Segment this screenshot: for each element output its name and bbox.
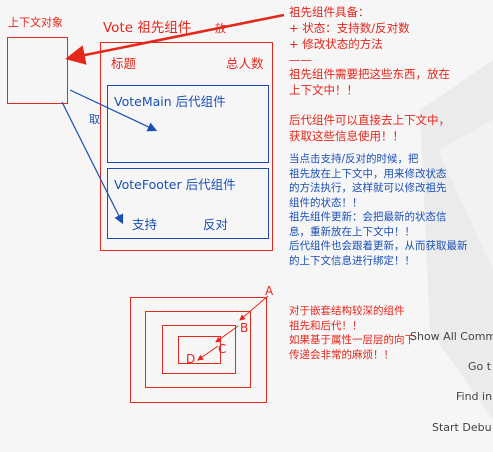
arrow-c-d [197, 345, 219, 361]
note-put-context: 祖先组件需要把这些东西，放在 上下文中！！ [289, 67, 450, 97]
note-descendant-use: 后代组件可以直接去上下文中， 获取这些信息使用！！ [289, 113, 450, 143]
oppose-button-label: 反对 [203, 217, 229, 232]
nested-label-d: D [186, 352, 196, 366]
get-arrow-main [69, 89, 158, 132]
get-label: 取 [89, 113, 100, 126]
command-start-debug[interactable]: Start Debu [432, 421, 492, 434]
arrow-b-c [215, 325, 239, 343]
command-find-in[interactable]: Find in [456, 390, 493, 403]
note-nesting: 对于嵌套结构较深的组件 祖先和后代！！ 如果基于属性一层层的向下 传递会非常的麻… [289, 305, 415, 361]
context-object-box [7, 37, 68, 104]
get-arrow-footer [61, 101, 124, 225]
vote-footer-box [107, 168, 269, 239]
command-go-to[interactable]: Go t [468, 360, 492, 373]
nested-box-b [145, 311, 251, 388]
nested-label-b: B [240, 321, 249, 335]
ancestor-component-title: Vote 祖先组件 [103, 20, 192, 36]
vote-footer-label: VoteFooter 后代组件 [114, 177, 236, 192]
nested-label-c: C [218, 342, 227, 356]
nested-box-a [130, 297, 267, 403]
put-arrow [65, 13, 285, 65]
vote-header-total: 总人数 [226, 56, 264, 71]
arrow-a-b [239, 295, 269, 321]
nested-box-c [162, 325, 236, 374]
vote-header-title: 标题 [111, 56, 137, 71]
vote-main-label: VoteMain 后代组件 [114, 94, 226, 109]
context-object-label: 上下文对象 [8, 16, 63, 29]
support-button-label: 支持 [132, 217, 158, 232]
command-show-all[interactable]: Show All Comm [410, 330, 493, 343]
nested-box-d [178, 336, 221, 364]
ancestor-component-box [100, 42, 273, 251]
note-ancestor-has: 祖先组件具备： + 状态：支持数/反对数 + 修改状态的方法 —— [289, 5, 410, 67]
nested-label-a: A [265, 284, 274, 298]
note-click-flow: 当点击支持/反对的时候，把 祖先放在上下文中，用来修改状态 的方法执行，这样就可… [289, 153, 468, 267]
vote-main-box [107, 85, 269, 163]
